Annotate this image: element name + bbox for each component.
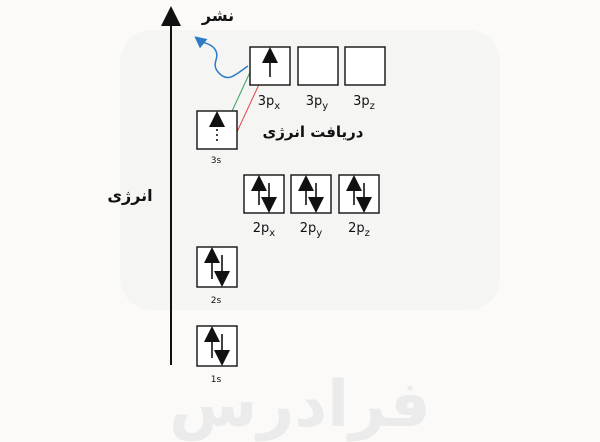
orbital-label-sub: x (274, 101, 280, 112)
orbital-label: 2pz (348, 221, 370, 239)
emission-indicator: نشر (194, 6, 249, 79)
orbital-2px: 2px (243, 174, 285, 239)
orbital-3py: 3py (297, 46, 339, 112)
emission-label: نشر (201, 6, 234, 25)
orbital-label-base: 1s (211, 375, 222, 385)
energy-axis-label: انرژی (107, 186, 152, 205)
orbital-label-base: 3p (306, 94, 323, 109)
orbital-label: 3s (211, 156, 222, 166)
orbital-label-base: 2p (253, 221, 270, 236)
orbital-2pz: 2pz (338, 174, 380, 239)
orbital-label-sub: y (316, 228, 322, 239)
orbital-2py: 2py (290, 174, 332, 239)
absorption-label: دریافت انرژی (262, 123, 363, 141)
orbital-box (338, 174, 380, 214)
orbital-box (243, 174, 285, 214)
orbital-box (290, 174, 332, 214)
orbital-label-base: 2s (211, 296, 222, 306)
orbital-3pz: 3pz (344, 46, 386, 112)
orbital-box (297, 46, 339, 86)
orbital-label: 3py (306, 94, 329, 112)
orbital-label-base: 3p (258, 94, 275, 109)
orbital-label-sub: z (370, 101, 375, 112)
orbital-label: 3px (258, 94, 281, 112)
orbital-label-base: 3p (353, 94, 370, 109)
orbital-label-base: 2p (300, 221, 317, 236)
orbital-box (344, 46, 386, 86)
orbital-box (196, 246, 238, 288)
orbital-label: 3pz (353, 94, 375, 112)
wavy-arrow-icon (194, 36, 249, 79)
orbital-label-base: 2p (348, 221, 365, 236)
orbital-1s: 1s (196, 325, 238, 385)
orbital-2s: 2s (196, 246, 238, 306)
orbital-label-base: 3s (211, 156, 222, 166)
absorption-arrow (235, 74, 264, 135)
orbital-label: 2s (211, 296, 222, 306)
orbital-box (196, 325, 238, 367)
orbital-label: 2py (300, 221, 323, 239)
orbital-label-sub: x (269, 228, 275, 239)
orbital-3px: 3px (249, 46, 291, 112)
orbital-label: 2px (253, 221, 276, 239)
orbital-label-sub: z (365, 228, 370, 239)
energy-axis: انرژی (107, 6, 181, 365)
orbital-3s: 3s (196, 110, 238, 166)
orbital-label: 1s (211, 375, 222, 385)
orbital-label-sub: y (322, 101, 328, 112)
